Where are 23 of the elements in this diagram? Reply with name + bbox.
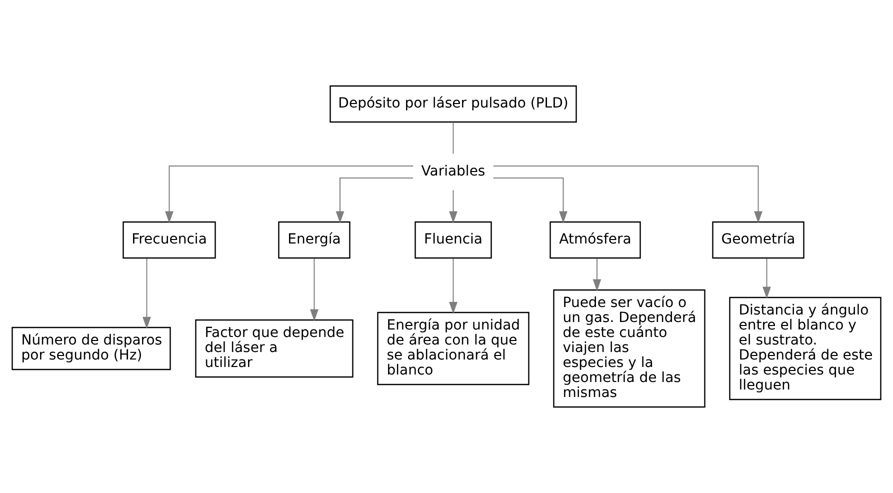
arrow (492, 166, 762, 224)
arrow (142, 258, 151, 329)
node-box: Energía por unidad de área con la que se ablacionará el blanco (377, 312, 530, 386)
node-box: Factor que depende del láser a utilizar (195, 319, 354, 378)
node-box: Puede ser vacío o un gas. Dependerá de este cuánto viajen las especies y la geometría de las mismas (553, 289, 706, 408)
arrow (592, 258, 602, 292)
arrow (165, 166, 414, 224)
node-text: Variables (421, 164, 486, 180)
arrow (310, 258, 318, 322)
node-box: Número de disparos por segundo (Hz) (12, 326, 171, 370)
arrow (762, 258, 771, 299)
arrow (449, 190, 458, 224)
node-box: Energía (278, 221, 350, 259)
arrow (449, 258, 458, 314)
node-box: Geometría (712, 221, 804, 259)
node-box: Depósito por láser pulsado (PLD) (330, 85, 577, 123)
node-box: Fluencia (414, 221, 492, 259)
node-box: Atmósfera (550, 221, 641, 259)
connector (452, 122, 454, 154)
arrow (336, 178, 414, 224)
node-box: Frecuencia (122, 221, 216, 259)
arrow (492, 178, 568, 224)
node-box: Distancia y ángulo entre el blanco y el sustrato. Dependerá de este las especies que lleguen (729, 296, 882, 400)
